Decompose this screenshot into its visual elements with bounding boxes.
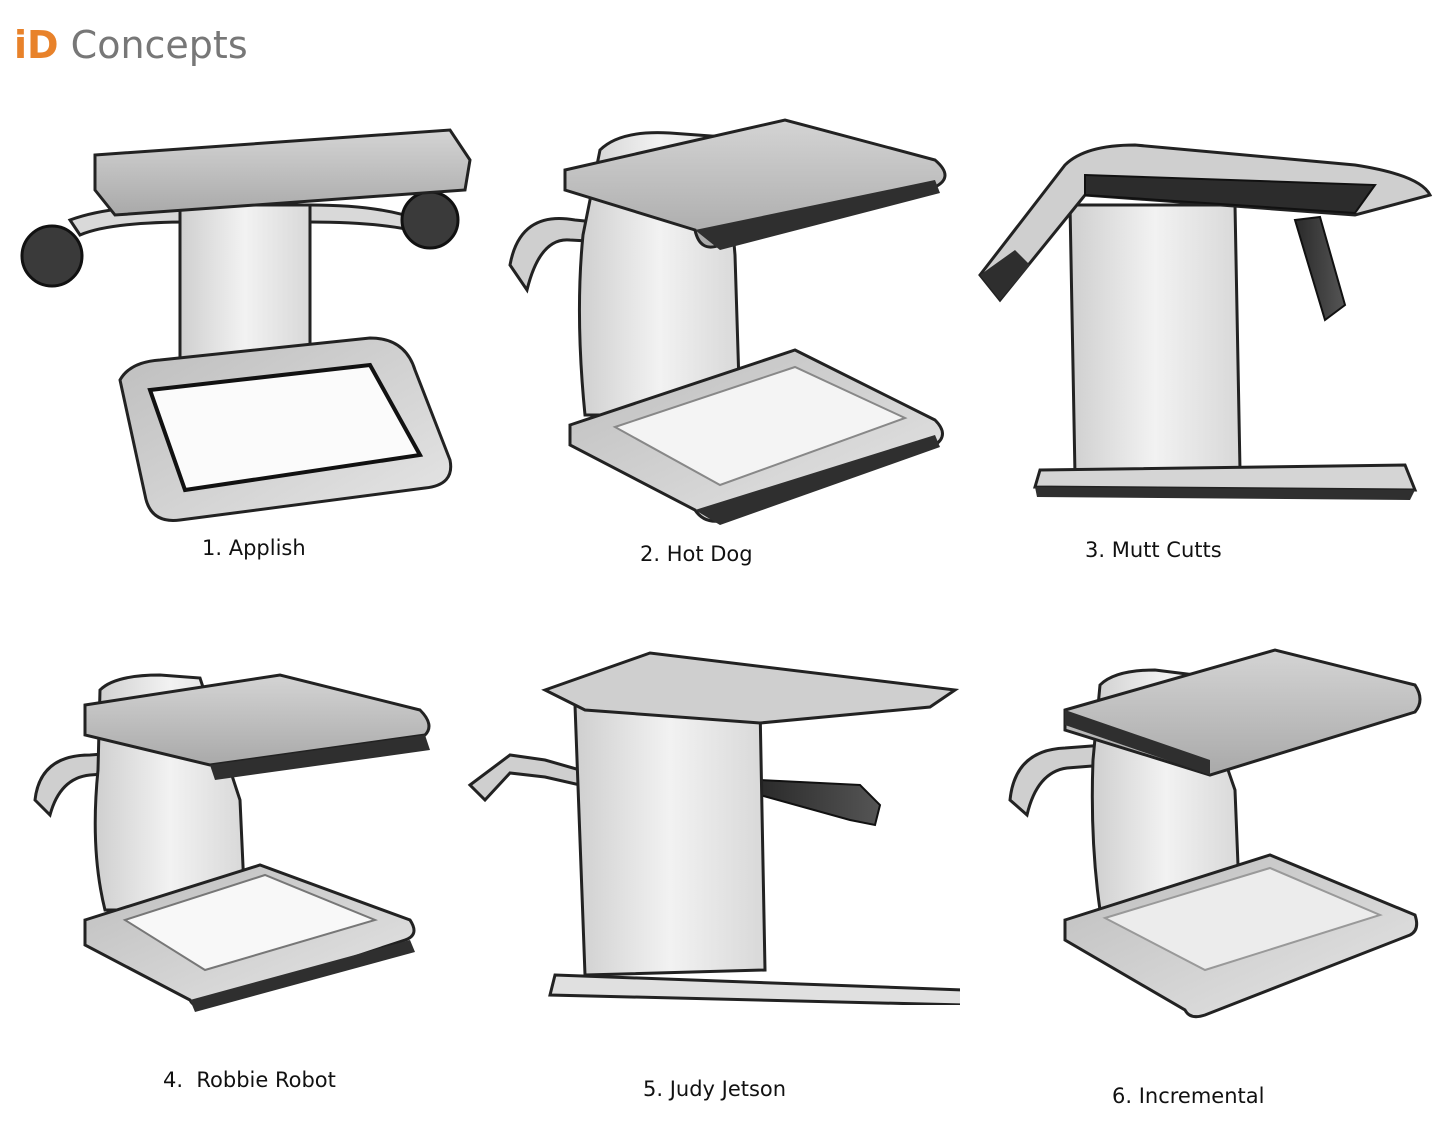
title-brand: iD (14, 23, 59, 67)
concept-2-label: 2. Hot Dog (640, 542, 753, 566)
concept-3-sketch (978, 143, 1433, 500)
concept-1-label: 1. Applish (202, 536, 306, 560)
concept-4-sketch (33, 673, 431, 1012)
title-text: Concepts (70, 23, 248, 67)
page-title: iD Concepts (14, 22, 248, 68)
concept-1-sketch (20, 128, 472, 522)
concept-6-sketch (1008, 648, 1422, 1019)
concept-6-label: 6. Incremental (1112, 1084, 1265, 1108)
concept-3-label: 3. Mutt Cutts (1085, 538, 1222, 562)
concept-5-label: 5. Judy Jetson (643, 1077, 787, 1101)
concept-5-sketch (467, 651, 960, 1005)
concept-2-sketch (508, 118, 947, 525)
concept-4-label: 4. Robbie Robot (163, 1068, 336, 1092)
